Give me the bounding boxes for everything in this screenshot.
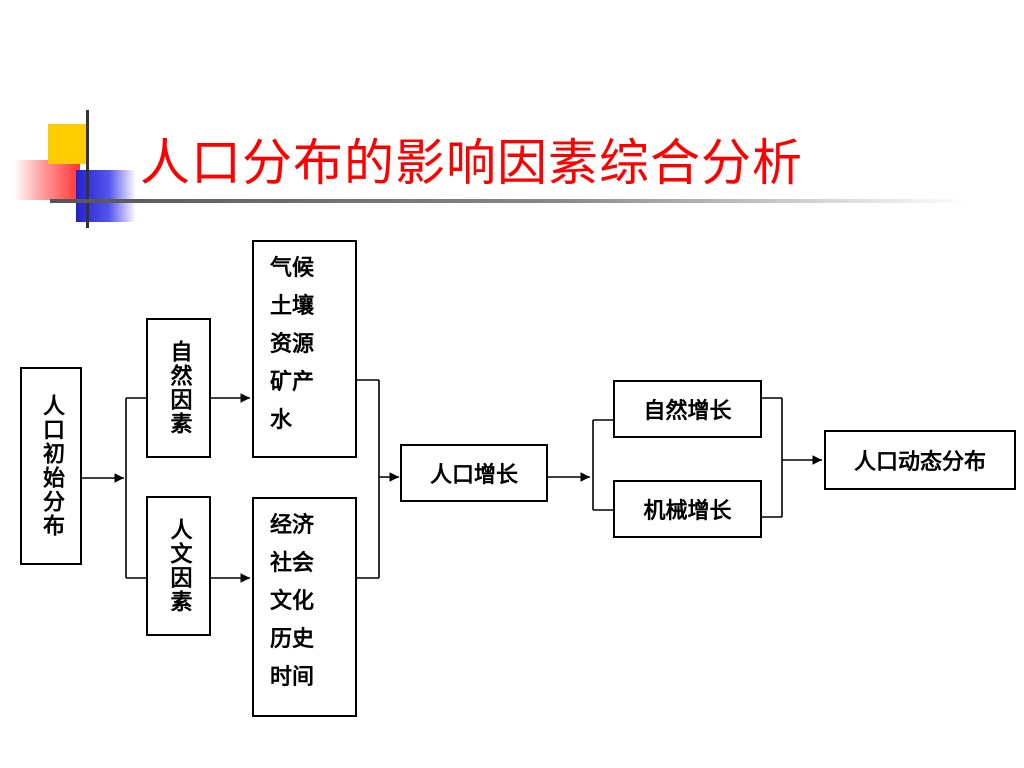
dynamic-distribution-label: 人口动态分布 [853,450,986,475]
slide-title: 人口分布的影响因素综合分析 [140,134,803,192]
natural-factors-label: 自然因素 [166,340,192,436]
natural-factors-list-box: 气候 土壤 资源 矿产 水 [252,240,357,458]
dynamic-distribution-box: 人口动态分布 [824,430,1016,490]
human-factors-label: 人文因素 [166,518,192,614]
title-underline [50,199,970,203]
human-factor-item: 经济 [270,513,315,538]
natural-factor-item: 矿产 [270,370,315,395]
mechanical-growth-label: 机械增长 [643,499,732,524]
human-factors-box: 人文因素 [146,496,211,636]
title-decoration-red [14,160,80,200]
mechanical-growth-box: 机械增长 [613,480,762,538]
population-growth-box: 人口增长 [400,444,548,502]
human-factor-item: 历史 [270,627,315,652]
natural-factor-item: 土壤 [270,294,315,319]
human-factors-list-box: 经济 社会 文化 历史 时间 [252,497,357,717]
human-factor-item: 文化 [270,589,315,614]
title-decoration-yellow [48,124,88,164]
natural-factor-item: 气候 [270,256,315,281]
natural-growth-box: 自然增长 [613,380,762,438]
human-factor-item: 时间 [270,665,315,690]
initial-distribution-label: 人口初始分布 [39,394,64,538]
natural-factor-item: 水 [270,408,293,433]
human-factor-item: 社会 [270,551,315,576]
natural-growth-label: 自然增长 [643,399,732,424]
initial-distribution-box: 人口初始分布 [20,367,82,565]
population-growth-label: 人口增长 [429,463,518,488]
natural-factors-box: 自然因素 [146,318,211,458]
natural-factor-item: 资源 [270,332,315,357]
title-decoration-line [86,110,89,228]
